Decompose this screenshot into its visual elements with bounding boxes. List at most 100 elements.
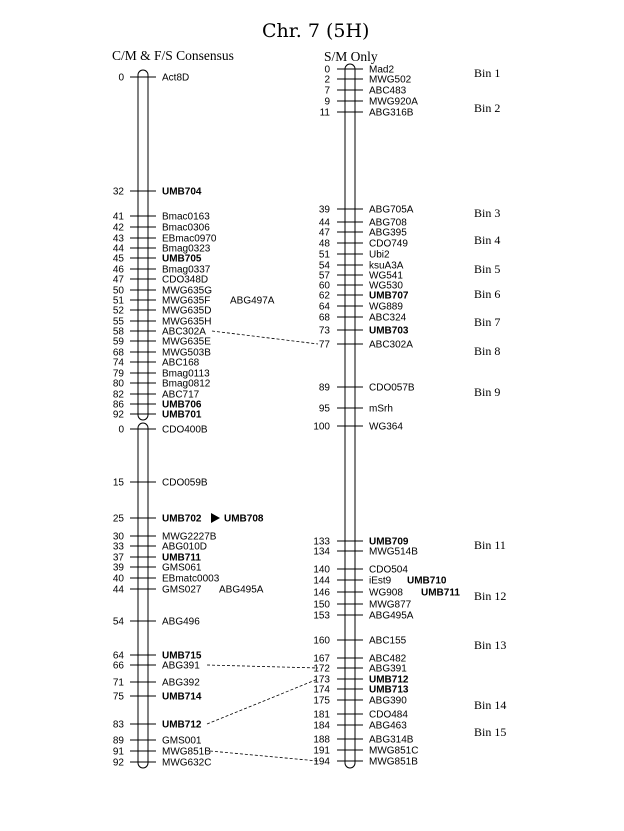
bin-label-bin-4: Bin 4 bbox=[474, 233, 500, 247]
left-marker-position: 55 bbox=[113, 317, 125, 328]
right-marker-umb710: UMB710 bbox=[407, 576, 447, 587]
right-marker-position: 167 bbox=[313, 654, 330, 665]
left-marker-mwg503b: MWG503B bbox=[162, 348, 211, 359]
right-marker-position: 64 bbox=[319, 302, 331, 313]
connector-mwg851b bbox=[209, 750, 319, 762]
left-marker-bmag0812: Bmag0812 bbox=[162, 379, 211, 390]
left-marker-position: 91 bbox=[113, 747, 125, 758]
bin-label-bin-2: Bin 2 bbox=[474, 101, 500, 115]
left-marker-abg392: ABG392 bbox=[162, 678, 200, 689]
left-marker-abc168: ABC168 bbox=[162, 358, 200, 369]
bin-label-bin-1: Bin 1 bbox=[474, 66, 500, 80]
left-marker-cdo059b: CDO059B bbox=[162, 478, 208, 489]
right-marker-position: 175 bbox=[313, 696, 330, 707]
right-marker-abg391: ABG391 bbox=[369, 664, 407, 675]
bin-label-bin-13: Bin 13 bbox=[474, 638, 506, 652]
right-marker-cdo749: CDO749 bbox=[369, 239, 408, 250]
bin-label-bin-5: Bin 5 bbox=[474, 262, 500, 276]
left-marker-position: 79 bbox=[113, 369, 125, 380]
right-marker-position: 172 bbox=[313, 664, 330, 675]
left-marker-position: 86 bbox=[113, 400, 125, 411]
left-marker-position: 41 bbox=[113, 212, 125, 223]
right-marker-position: 60 bbox=[319, 281, 331, 292]
left-marker-position: 74 bbox=[113, 358, 125, 369]
left-marker-position: 39 bbox=[113, 563, 125, 574]
left-marker-mwg635h: MWG635H bbox=[162, 317, 211, 328]
left-marker-umb714: UMB714 bbox=[162, 692, 202, 703]
right-marker-mad2: Mad2 bbox=[369, 65, 394, 76]
left-marker-mwg635e: MWG635E bbox=[162, 337, 211, 348]
right-marker-abg395: ABG395 bbox=[369, 228, 407, 239]
right-marker-umb713: UMB713 bbox=[369, 685, 409, 696]
right-marker-umb709: UMB709 bbox=[369, 537, 409, 548]
right-marker-position: 133 bbox=[313, 537, 330, 548]
right-marker-abg463: ABG463 bbox=[369, 721, 407, 732]
right-marker-position: 150 bbox=[313, 600, 330, 611]
left-marker-position: 44 bbox=[113, 244, 125, 255]
left-marker-gms061: GMS061 bbox=[162, 563, 202, 574]
right-marker-abg314b: ABG314B bbox=[369, 735, 414, 746]
bin-label-bin-11: Bin 11 bbox=[474, 538, 506, 552]
left-marker-umb701: UMB701 bbox=[162, 410, 202, 421]
right-marker-abc482: ABC482 bbox=[369, 654, 407, 665]
left-marker-mwg2227b: MWG2227B bbox=[162, 532, 217, 543]
right-marker-position: 48 bbox=[319, 239, 331, 250]
right-marker-position: 77 bbox=[319, 340, 331, 351]
right-marker-abg390: ABG390 bbox=[369, 696, 407, 707]
right-marker-wg908: WG908 bbox=[369, 588, 403, 599]
right-marker-mwg514b: MWG514B bbox=[369, 547, 418, 558]
right-marker-cdo484: CDO484 bbox=[369, 710, 408, 721]
right-marker-position: 100 bbox=[313, 422, 330, 433]
left-marker-position: 58 bbox=[113, 327, 125, 338]
left-marker-position: 80 bbox=[113, 379, 125, 390]
left-marker-abc302a: ABC302A bbox=[162, 327, 206, 338]
bin-label-bin-15: Bin 15 bbox=[474, 725, 506, 739]
right-marker-iest9: iEst9 bbox=[369, 576, 392, 587]
left-marker-umb708: UMB708 bbox=[224, 514, 264, 525]
arrow-icon bbox=[211, 513, 220, 523]
left-marker-position: 92 bbox=[113, 410, 125, 421]
left-marker-abg497a: ABG497A bbox=[230, 296, 275, 307]
connector-abc302a bbox=[211, 330, 319, 345]
left-marker-position: 42 bbox=[113, 223, 125, 234]
right-marker-mwg502: MWG502 bbox=[369, 75, 412, 86]
right-marker-abc324: ABC324 bbox=[369, 313, 407, 324]
bin-label-bin-7: Bin 7 bbox=[474, 315, 500, 329]
left-marker-position: 54 bbox=[113, 617, 125, 628]
right-marker-position: 68 bbox=[319, 313, 331, 324]
connector-umb712 bbox=[206, 678, 319, 725]
right-marker-wg889: WG889 bbox=[369, 302, 403, 313]
left-marker-gms001: GMS001 bbox=[162, 736, 202, 747]
left-marker-position: 66 bbox=[113, 661, 125, 672]
right-marker-position: 51 bbox=[319, 250, 331, 261]
right-marker-position: 39 bbox=[319, 205, 331, 216]
right-marker-umb712: UMB712 bbox=[369, 675, 409, 686]
left-marker-ebmatc0003: EBmatc0003 bbox=[162, 574, 220, 585]
right-marker-position: 9 bbox=[324, 97, 330, 108]
right-marker-position: 188 bbox=[313, 735, 330, 746]
left-marker-position: 59 bbox=[113, 337, 125, 348]
marker-connections bbox=[206, 330, 319, 762]
right-marker-abc302a: ABC302A bbox=[369, 340, 413, 351]
left-marker-abg010d: ABG010D bbox=[162, 542, 207, 553]
left-marker-mwg635f: MWG635F bbox=[162, 296, 210, 307]
left-marker-abc717: ABC717 bbox=[162, 390, 200, 401]
right-marker-position: 47 bbox=[319, 228, 331, 239]
left-marker-umb712: UMB712 bbox=[162, 720, 202, 731]
right-marker-position: 153 bbox=[313, 611, 330, 622]
right-heading: S/M Only bbox=[324, 49, 378, 64]
right-marker-position: 73 bbox=[319, 326, 331, 337]
left-marker-position: 25 bbox=[113, 514, 125, 525]
right-marker-wg541: WG541 bbox=[369, 271, 403, 282]
right-marker-position: 89 bbox=[319, 383, 331, 394]
left-marker-position: 52 bbox=[113, 306, 125, 317]
left-marker-act8d: Act8D bbox=[162, 73, 189, 84]
left-marker-abg391: ABG391 bbox=[162, 661, 200, 672]
connector-abg391 bbox=[206, 664, 319, 669]
right-marker-position: 181 bbox=[313, 710, 330, 721]
left-marker-position: 15 bbox=[113, 478, 125, 489]
left-marker-position: 64 bbox=[113, 651, 125, 662]
right-marker-mwg851b: MWG851B bbox=[369, 757, 418, 768]
map-title: Chr. 7 (5H) bbox=[262, 20, 369, 42]
